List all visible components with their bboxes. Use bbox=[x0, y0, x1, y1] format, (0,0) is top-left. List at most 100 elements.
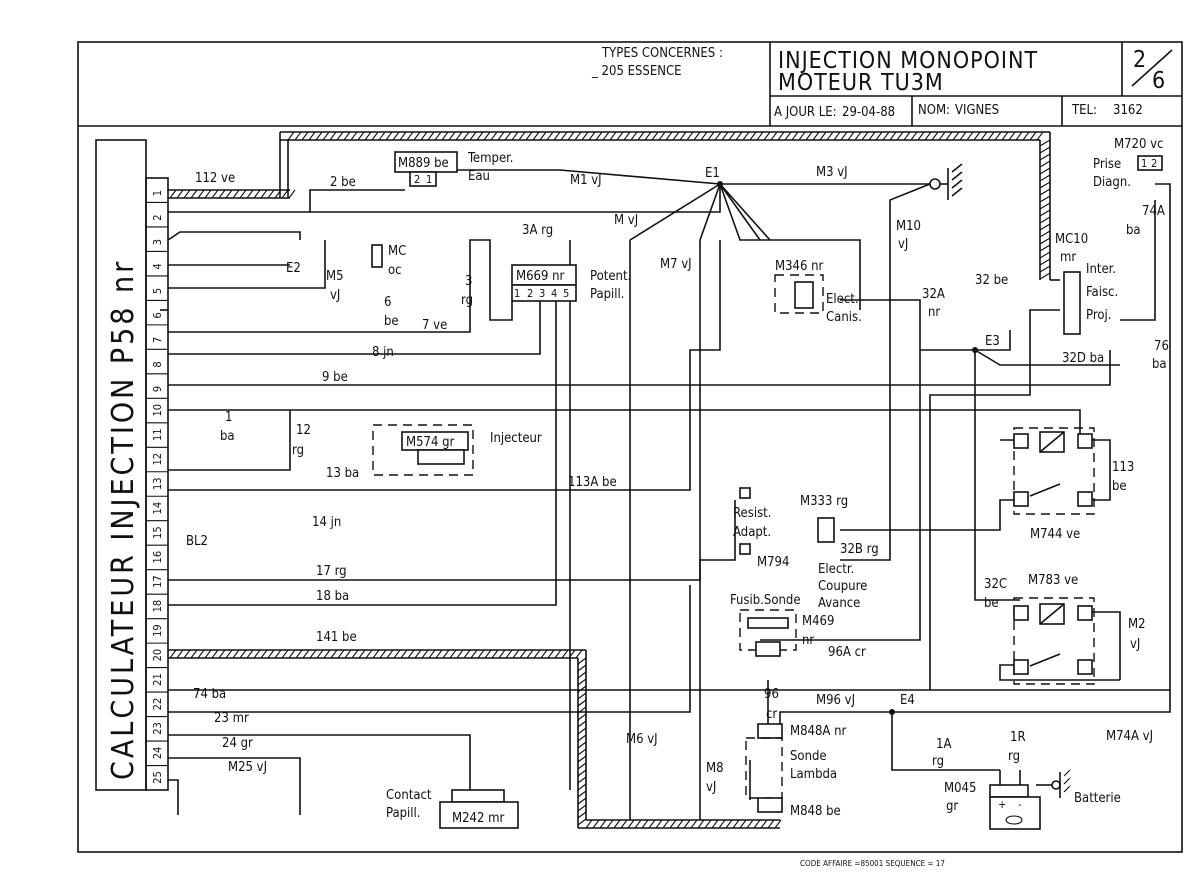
svg-text:Contact: Contact bbox=[386, 788, 432, 803]
svg-text:3: 3 bbox=[539, 287, 545, 300]
svg-text:be: be bbox=[1112, 479, 1127, 494]
svg-text:M889 be: M889 be bbox=[398, 156, 449, 171]
svg-text:M5: M5 bbox=[326, 269, 344, 284]
svg-text:rg: rg bbox=[932, 754, 944, 769]
node-e3: E3 bbox=[985, 334, 1000, 349]
svg-text:2: 2 bbox=[527, 287, 533, 300]
svg-text:1: 1 bbox=[514, 287, 520, 300]
svg-text:9 be: 9 be bbox=[322, 370, 348, 385]
svg-text:112 ve: 112 ve bbox=[195, 171, 235, 186]
footer-code: CODE AFFAIRE =85001 SEQUENCE = 17 bbox=[800, 859, 945, 868]
calculator-pin: 13 bbox=[151, 477, 164, 490]
svg-text:32D ba: 32D ba bbox=[1062, 351, 1104, 366]
calculator-pin: 23 bbox=[151, 722, 164, 735]
svg-text:5: 5 bbox=[563, 287, 569, 300]
wires bbox=[160, 169, 1171, 820]
calculator-pin: 22 bbox=[151, 698, 164, 711]
svg-text:M346 nr: M346 nr bbox=[775, 259, 824, 274]
svg-text:Resist.: Resist. bbox=[733, 506, 771, 521]
svg-text:ba: ba bbox=[1152, 357, 1167, 372]
title-line1: INJECTION MONOPOINT bbox=[778, 48, 1038, 74]
battery: +- M045 gr Batterie bbox=[944, 769, 1121, 830]
svg-text:32B rg: 32B rg bbox=[840, 542, 879, 557]
calculator-pin: 9 bbox=[151, 386, 164, 392]
svg-text:Sonde: Sonde bbox=[790, 749, 827, 764]
fuse-m469: Fusib.Sonde M469 nr bbox=[730, 593, 834, 657]
svg-text:rg: rg bbox=[1008, 749, 1020, 764]
svg-text:13 ba: 13 ba bbox=[326, 466, 359, 481]
svg-text:113: 113 bbox=[1112, 460, 1134, 475]
svg-text:mr: mr bbox=[1060, 250, 1076, 265]
svg-text:96A cr: 96A cr bbox=[828, 645, 866, 660]
svg-text:6: 6 bbox=[384, 295, 391, 310]
svg-text:141 be: 141 be bbox=[316, 630, 357, 645]
component-m242: Contact Papill. M242 mr bbox=[386, 788, 519, 829]
calculator-pin: 15 bbox=[151, 526, 164, 539]
title-block: TYPES CONCERNES : _ 205 ESSENCE INJECTIO… bbox=[591, 42, 1182, 126]
svg-text:2: 2 bbox=[414, 173, 420, 186]
name-value: VIGNES bbox=[955, 103, 999, 118]
svg-text:76: 76 bbox=[1154, 339, 1169, 354]
svg-text:cr: cr bbox=[766, 707, 777, 722]
svg-text:M794: M794 bbox=[757, 555, 789, 570]
svg-text:1: 1 bbox=[1141, 157, 1147, 170]
node-e1: E1 bbox=[705, 166, 720, 181]
svg-text:12: 12 bbox=[296, 423, 311, 438]
svg-text:23 mr: 23 mr bbox=[214, 711, 249, 726]
svg-text:M669 nr: M669 nr bbox=[516, 269, 565, 284]
svg-text:M848 be: M848 be bbox=[790, 804, 841, 819]
svg-text:nr: nr bbox=[802, 633, 814, 648]
svg-text:M720 vc: M720 vc bbox=[1114, 137, 1163, 152]
svg-text:M469: M469 bbox=[802, 614, 834, 629]
svg-text:vJ: vJ bbox=[330, 288, 340, 303]
title-line2: MOTEUR TU3M bbox=[778, 70, 944, 96]
svg-text:74A: 74A bbox=[1142, 204, 1165, 219]
calculator-pin: 19 bbox=[151, 624, 164, 637]
svg-text:M10: M10 bbox=[896, 219, 921, 234]
svg-text:M3 vJ: M3 vJ bbox=[816, 165, 848, 180]
node-e4: E4 bbox=[900, 693, 915, 708]
tel-label: TEL: bbox=[1071, 103, 1097, 118]
svg-text:be: be bbox=[984, 596, 999, 611]
svg-text:M6 vJ: M6 vJ bbox=[626, 732, 658, 747]
calculator-pin: 10 bbox=[151, 404, 164, 417]
calculator-pin: 11 bbox=[151, 428, 164, 441]
svg-text:rg: rg bbox=[292, 443, 304, 458]
svg-text:Diagn.: Diagn. bbox=[1093, 175, 1131, 190]
svg-text:oc: oc bbox=[388, 263, 402, 278]
svg-text:BL2: BL2 bbox=[186, 534, 208, 549]
svg-text:32C: 32C bbox=[984, 577, 1007, 592]
component-mc: MC oc bbox=[371, 244, 406, 278]
svg-text:1: 1 bbox=[225, 410, 232, 425]
node-e2: E2 bbox=[286, 261, 301, 276]
svg-text:74 ba: 74 ba bbox=[193, 687, 226, 702]
svg-text:Batterie: Batterie bbox=[1074, 791, 1121, 806]
svg-text:3: 3 bbox=[465, 274, 472, 289]
calculator-pin: 1 bbox=[151, 190, 164, 196]
svg-text:M2: M2 bbox=[1128, 617, 1146, 632]
svg-text:2 be: 2 be bbox=[330, 175, 356, 190]
svg-text:MC10: MC10 bbox=[1055, 232, 1088, 247]
component-m346: M346 nr Elect. Canis. bbox=[774, 259, 862, 325]
svg-text:24 gr: 24 gr bbox=[222, 736, 253, 751]
svg-text:Elect.: Elect. bbox=[826, 292, 859, 307]
date-label: A JOUR LE: bbox=[774, 105, 837, 120]
sheet-frame bbox=[77, 41, 1183, 853]
svg-text:1: 1 bbox=[426, 173, 432, 186]
svg-text:be: be bbox=[384, 314, 399, 329]
svg-text:M vJ: M vJ bbox=[614, 213, 638, 228]
svg-text:Inter.: Inter. bbox=[1086, 262, 1116, 277]
component-mc10: MC10 mr Inter. Faisc. Proj. bbox=[1055, 232, 1118, 335]
sensor-m848: M848A nr Sonde Lambda M848 be bbox=[745, 723, 847, 819]
svg-text:M783 ve: M783 ve bbox=[1028, 573, 1078, 588]
svg-text:Fusib.Sonde: Fusib.Sonde bbox=[730, 593, 801, 608]
svg-text:Adapt.: Adapt. bbox=[733, 525, 771, 540]
svg-text:14 jn: 14 jn bbox=[312, 515, 341, 530]
calculator-pin: 8 bbox=[151, 361, 164, 367]
svg-text:Proj.: Proj. bbox=[1086, 308, 1111, 323]
svg-text:Injecteur: Injecteur bbox=[490, 431, 542, 446]
calculator-pin: 17 bbox=[151, 575, 164, 588]
name-label: NOM: bbox=[918, 103, 950, 118]
